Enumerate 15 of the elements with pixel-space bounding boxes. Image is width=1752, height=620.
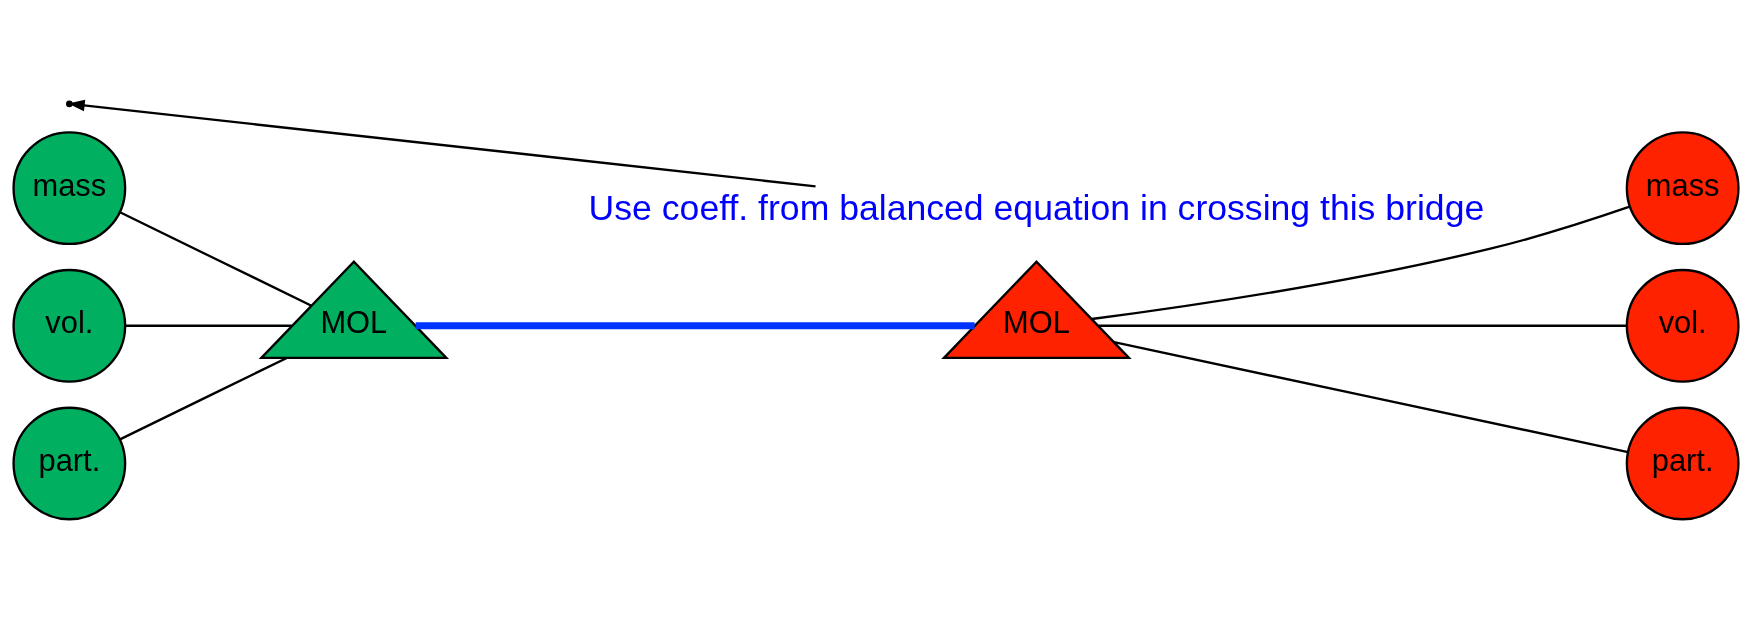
node-circle: mass (1625, 130, 1740, 245)
connector (1091, 205, 1631, 320)
node-circle: part. (1625, 406, 1740, 520)
arrow (68, 99, 816, 188)
node-circle: vol. (12, 268, 127, 383)
connector (125, 324, 292, 327)
connector (415, 321, 975, 329)
node-circle: mass (12, 130, 127, 245)
connector (1098, 324, 1627, 327)
connector (119, 210, 312, 307)
node-text: Use coeff. from balanced equation in crossing this bridge (588, 187, 1485, 228)
node-circle: vol. (1625, 268, 1740, 383)
connector (1113, 340, 1629, 453)
connector (119, 356, 288, 440)
node-circle: part. (12, 406, 127, 520)
